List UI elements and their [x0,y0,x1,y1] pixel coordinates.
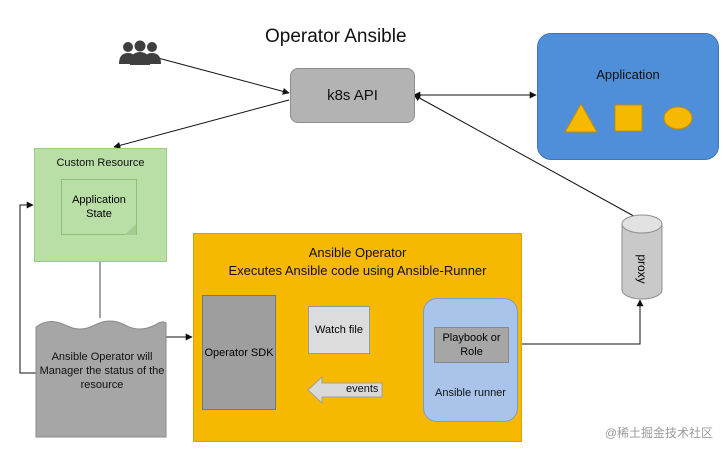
custom-resource-box: Custom Resource Application State [34,148,167,262]
users-to-k8s-arrow [157,57,290,95]
proxy-cylinder [621,214,663,300]
k8s-api-label: k8s API [327,87,378,104]
proxy-label: proxy [635,254,649,284]
application-state-note: Application State [61,179,137,235]
k8s-to-custom-resource-arrow [113,99,290,149]
ansible-operator-title-line1: Ansible Operator [308,245,407,260]
ansible-operator-box: Ansible Operator Executes Ansible code u… [193,233,522,442]
ansible-runner-box: Playbook or Role Ansible runner [423,298,518,422]
events-label: events [346,383,379,395]
diagram-title: Operator Ansible [265,26,407,47]
note-fold-icon [125,224,136,235]
custom-resource-label: Custom Resource [56,157,145,169]
ansible-operator-title: Ansible Operator Executes Ansible code u… [194,244,521,280]
application-label: Application [596,67,660,82]
playbook-to-proxy-arrow [506,299,644,345]
status-document-text: Ansible Operator will Manager the status… [39,351,165,391]
watch-file-note: Watch file [308,306,370,354]
status-document-shape [35,320,167,438]
application-shapes [564,102,693,133]
ellipse-icon [663,106,693,130]
users-icon [119,40,161,65]
events-arrow [307,376,383,404]
square-icon [614,104,643,132]
playbook-box: Playbook or Role [434,327,509,363]
k8s-api-box: k8s API [290,68,415,123]
proxy-to-k8s-arrow [413,94,642,221]
ansible-operator-title-line2: Executes Ansible code using Ansible-Runn… [228,263,487,278]
doc-to-cr-loop-arrow [19,201,36,374]
triangle-icon [564,102,598,133]
ansible-runner-label: Ansible runner [435,387,506,399]
watermark: @稀土掘金技术社区 [604,426,713,440]
operator-sdk-box: Operator SDK [202,295,276,410]
application-box: Application [537,33,719,160]
